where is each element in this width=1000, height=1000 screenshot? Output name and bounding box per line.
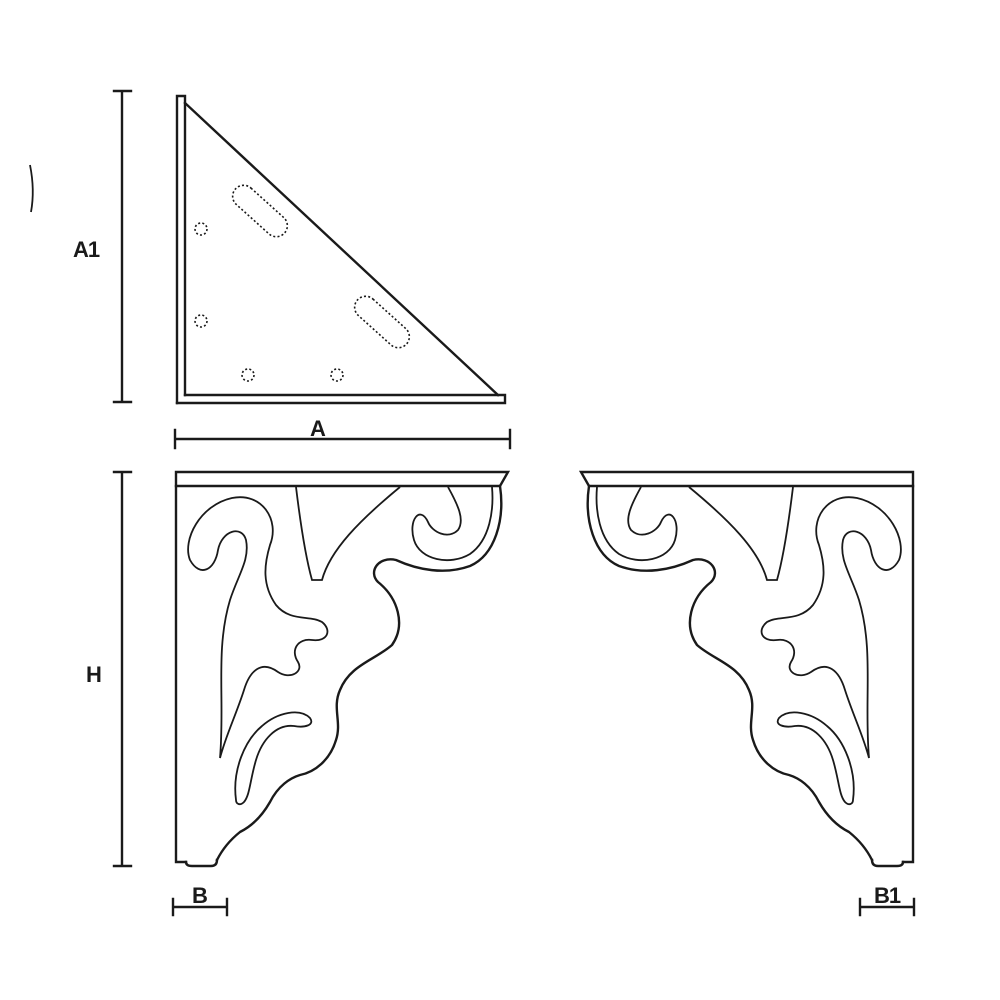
screw-hole-3 xyxy=(241,368,255,382)
screw-hole-4 xyxy=(330,368,344,382)
dimension-a1-label: A1 xyxy=(73,237,100,262)
slot-hole-lower xyxy=(353,295,411,349)
dimension-a-label: A xyxy=(310,416,326,441)
slot-hole-upper xyxy=(231,184,289,238)
right-bracket-outer-profile xyxy=(586,484,874,862)
dimension-b: B xyxy=(171,883,229,917)
dimension-a: A xyxy=(173,416,512,450)
front-view-right xyxy=(578,470,915,868)
dimension-h-label: H xyxy=(86,662,101,687)
left-bracket-scroll-3 xyxy=(295,486,401,581)
dimension-h: H xyxy=(86,470,133,868)
left-bracket-scroll-2 xyxy=(234,711,313,806)
stray-mark xyxy=(29,164,34,213)
top-view-hypotenuse xyxy=(183,101,500,397)
dimension-b1: B1 xyxy=(858,883,916,917)
screw-hole-2 xyxy=(194,314,208,328)
right-bracket-scroll-1 xyxy=(760,496,902,759)
screw-hole-1 xyxy=(194,222,208,236)
front-view-left xyxy=(174,470,511,868)
top-view-bottom-strip xyxy=(175,393,507,405)
dimension-b1-label: B1 xyxy=(874,883,901,908)
left-bracket-scroll-1 xyxy=(187,496,329,759)
right-bracket-scroll-4 xyxy=(595,486,678,562)
dimension-a1: A1 xyxy=(73,89,133,404)
dimension-b-label: B xyxy=(192,883,207,908)
left-bracket-outer-profile xyxy=(215,484,503,862)
right-bracket-scroll-3 xyxy=(688,486,794,581)
right-bracket-scroll-2 xyxy=(776,711,855,806)
top-view xyxy=(175,94,507,405)
top-view-back-strip xyxy=(175,94,187,405)
left-bracket-scroll-4 xyxy=(411,486,494,562)
